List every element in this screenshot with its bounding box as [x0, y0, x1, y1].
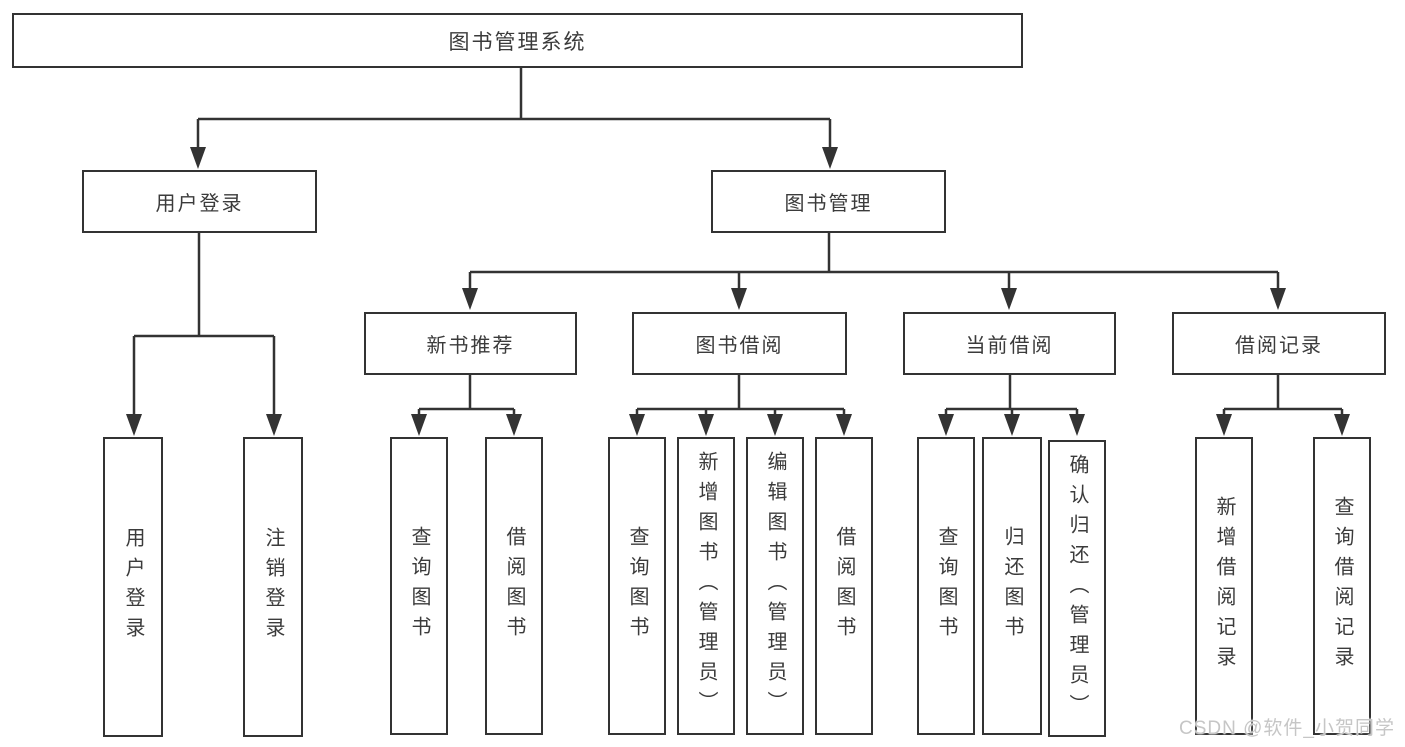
leaf-add-borrow-record: 新增借阅记录 — [1195, 437, 1253, 735]
node-borrowing-records: 借阅记录 — [1172, 312, 1386, 375]
node-label: 确认归还（管理员） — [1066, 453, 1088, 724]
leaf-confirm-return-admin: 确认归还（管理员） — [1048, 440, 1106, 737]
node-book-management: 图书管理 — [711, 170, 946, 233]
leaf-add-books-admin: 新增图书（管理员） — [677, 437, 735, 735]
leaf-borrow-books-1: 借阅图书 — [485, 437, 543, 735]
node-label: 图书管理系统 — [448, 30, 587, 54]
node-label: 用户登录 — [122, 527, 144, 647]
leaf-query-borrow-record: 查询借阅记录 — [1313, 437, 1371, 735]
node-user-login: 用户登录 — [82, 170, 317, 233]
node-label: 查询借阅记录 — [1331, 496, 1353, 676]
node-book-borrowing: 图书借阅 — [632, 312, 847, 375]
leaf-query-books-1: 查询图书 — [390, 437, 448, 735]
node-label: 用户登录 — [155, 193, 244, 215]
leaf-query-books-3: 查询图书 — [917, 437, 975, 735]
node-label: 借阅记录 — [1235, 335, 1323, 357]
node-label: 当前借阅 — [965, 335, 1054, 357]
node-label: 查询图书 — [935, 526, 957, 646]
node-label: 查询图书 — [408, 526, 430, 646]
node-label: 新增借阅记录 — [1213, 496, 1235, 676]
node-label: 编辑图书（管理员） — [764, 451, 786, 721]
node-label: 查询图书 — [626, 526, 648, 646]
leaf-return-books: 归还图书 — [982, 437, 1042, 735]
leaf-query-books-2: 查询图书 — [608, 437, 666, 735]
arrowheads — [126, 147, 1350, 436]
node-current-borrowing: 当前借阅 — [903, 312, 1116, 375]
leaf-logout: 注销登录 — [243, 437, 303, 737]
leaf-user-login: 用户登录 — [103, 437, 163, 737]
csdn-watermark: CSDN @软件_小贺同学 — [1179, 718, 1395, 739]
node-label: 图书借阅 — [695, 335, 784, 357]
node-label: 归还图书 — [1001, 526, 1023, 646]
node-label: 借阅图书 — [833, 526, 855, 646]
node-label: 新书推荐 — [426, 335, 515, 357]
node-label: 借阅图书 — [503, 526, 525, 646]
node-label: 新增图书（管理员） — [695, 451, 717, 721]
leaf-borrow-books-2: 借阅图书 — [815, 437, 873, 735]
node-label: 注销登录 — [262, 527, 284, 647]
node-new-book-recommend: 新书推荐 — [364, 312, 577, 375]
node-library-system: 图书管理系统 — [12, 13, 1023, 68]
node-label: 图书管理 — [784, 193, 873, 215]
leaf-edit-books-admin: 编辑图书（管理员） — [746, 437, 804, 735]
